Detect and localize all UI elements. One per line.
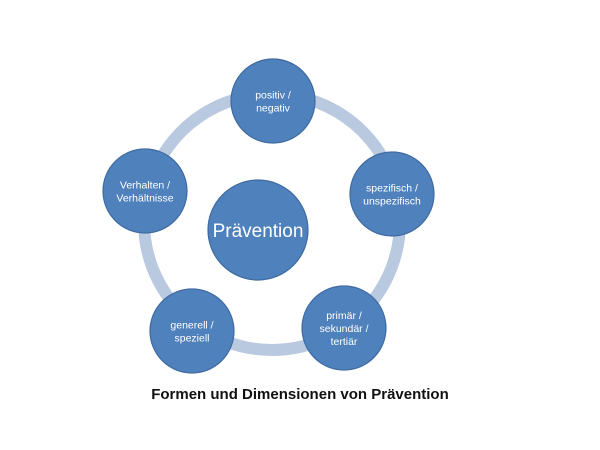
center-node-circle <box>207 179 309 281</box>
node-label-line: generell / <box>170 320 213 332</box>
center-node: Prävention <box>207 179 309 281</box>
node-label-line: Verhältnisse <box>116 193 173 205</box>
node-circle <box>149 288 235 374</box>
node-label-line: speziell <box>174 333 209 345</box>
node-label-line: primär / <box>326 310 362 322</box>
node-circle <box>102 148 188 234</box>
outer-nodes: positiv /negativ spezifisch /unspezifisch… <box>102 58 435 374</box>
node-label-line: sekundär / <box>319 323 368 335</box>
node-positiv-negativ: positiv /negativ <box>230 58 316 144</box>
node-primaer-sekundaer-tertiaer: primär /sekundär /tertiär <box>301 285 387 371</box>
node-circle <box>301 285 387 371</box>
node-circle <box>230 58 316 144</box>
node-label-line: spezifisch / <box>366 183 418 195</box>
node-label-line: negativ <box>256 103 291 115</box>
node-spezifisch-unspezifisch: spezifisch /unspezifisch <box>349 151 435 237</box>
node-label-line: Verhalten / <box>120 180 170 192</box>
diagram-caption: Formen und Dimensionen von Prävention <box>151 386 449 403</box>
node-circle <box>349 151 435 237</box>
node-label-line: unspezifisch <box>363 196 421 208</box>
node-label-line: positiv / <box>255 90 291 102</box>
center-node-label: Prävention <box>213 221 304 242</box>
node-generell-speziell: generell /speziell <box>149 288 235 374</box>
node-verhalten-verhaeltnisse: Verhalten /Verhältnisse <box>102 148 188 234</box>
node-label-line: tertiär <box>331 336 358 348</box>
